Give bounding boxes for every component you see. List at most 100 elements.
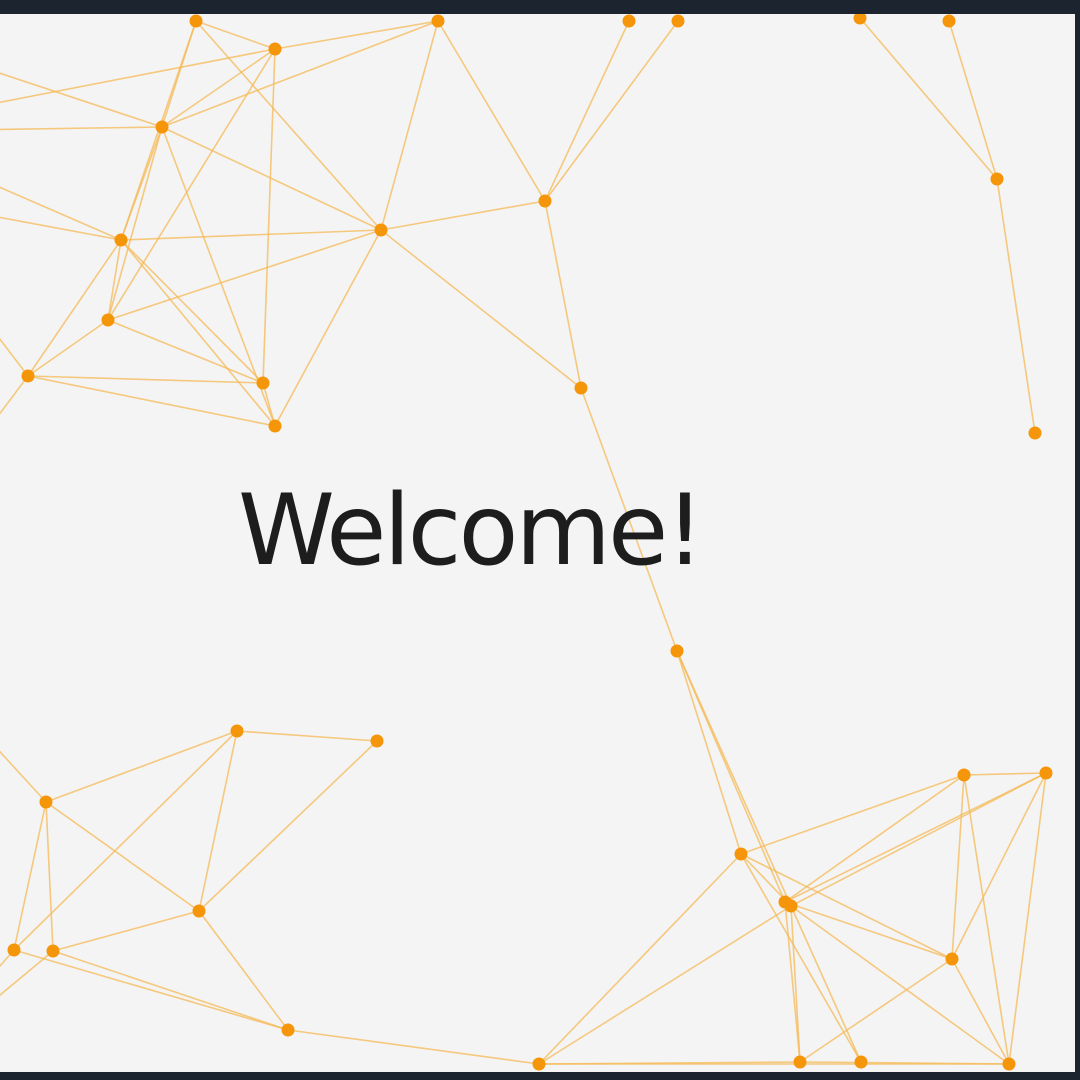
network-link [198,910,289,1031]
network-link [27,239,122,377]
network-link [0,950,54,997]
network-link [544,20,679,202]
network-node [7,943,21,957]
network-node [622,14,636,28]
network-node [268,42,282,56]
network-link [996,178,1036,434]
network-link [784,772,1047,903]
network-link [544,200,582,389]
network-link [107,239,122,321]
network-node [21,369,35,383]
network-link [198,730,238,912]
network-link [0,72,163,128]
network-link [236,730,378,742]
welcome-heading: Welcome! [238,474,705,588]
network-node [945,952,959,966]
network-link [380,200,546,231]
network-node [784,899,798,913]
network-link [0,186,122,241]
network-link [740,774,965,855]
network-link [784,774,965,903]
network-node [1002,1057,1016,1071]
network-link [538,905,792,1065]
network-link [859,17,998,180]
network-link [27,375,276,427]
network-node [155,120,169,134]
network-link [963,772,1047,776]
network-link [784,901,801,1063]
network-link [740,853,862,1063]
network-link [538,853,742,1065]
network-link [380,229,582,389]
network-link [0,375,29,415]
network-node [39,795,53,809]
network-link [0,337,29,377]
network-link [274,229,382,427]
network-node [670,644,684,658]
network-node [114,233,128,247]
network-link [544,20,630,202]
network-nodes [7,14,1053,1071]
network-node [431,14,445,28]
network-link [120,239,264,384]
network-link [120,126,163,241]
network-node [538,194,552,208]
network-link [195,20,276,50]
network-link [740,853,953,960]
network-link [45,801,200,912]
network-node [370,734,384,748]
network-link [437,20,546,202]
network-node [574,381,588,395]
network-link [1008,772,1047,1065]
network-background [0,14,1053,1071]
network-link [790,905,1010,1065]
network-node [256,376,270,390]
network-link [676,650,792,907]
network-node [189,14,203,28]
network-node [990,172,1004,186]
network-link [0,949,15,968]
network-node [942,14,956,28]
network-link [195,20,382,231]
network-link [107,229,382,321]
network-link [0,48,276,104]
network-link [951,774,965,960]
network-link [27,375,264,384]
network-link [784,901,953,960]
network-node [101,313,115,327]
network-link [790,905,862,1063]
network-node [268,419,282,433]
network-link [287,1029,540,1065]
network-link [790,905,801,1063]
network-node [230,724,244,738]
network-link [198,740,378,912]
network-node [734,847,748,861]
network-link [951,958,1010,1065]
network-link [262,382,276,427]
network-link [120,229,382,241]
network-link [0,126,163,131]
network-link [161,126,382,231]
network-link [107,319,264,384]
network-link [45,730,238,803]
network-link [52,950,289,1031]
network-link [107,126,163,321]
network-node [1039,766,1053,780]
network-node [671,14,685,28]
network-link [580,387,678,652]
network-node [532,1057,546,1071]
network-node [793,1055,807,1069]
network-link [963,774,1010,1065]
network-link [107,48,276,321]
network-link [27,319,109,377]
network-link [0,216,122,241]
network-link [13,949,289,1031]
network-link [45,801,54,952]
network-node [957,768,971,782]
network-link [951,772,1047,960]
network-link [274,20,439,50]
network-link [790,772,1047,907]
network-node [374,223,388,237]
network-link [799,958,953,1063]
